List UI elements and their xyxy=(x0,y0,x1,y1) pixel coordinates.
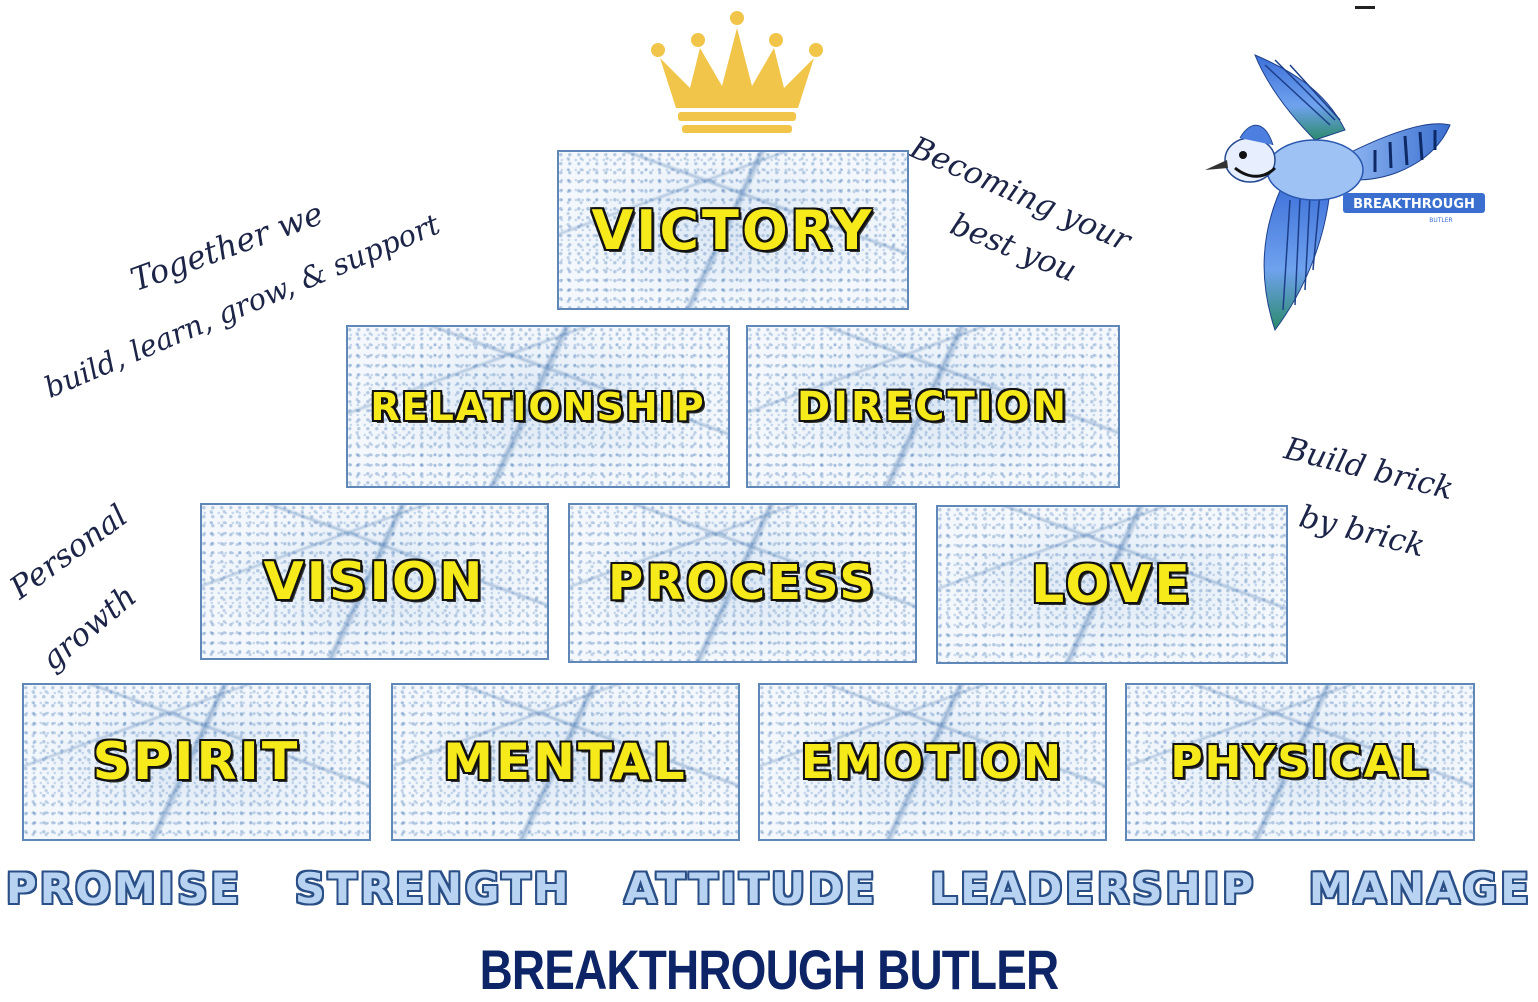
foundation-words: PROMISE STRENGTH ATTITUDE LEADERSHIP MAN… xyxy=(0,864,1538,913)
brick-physical: PHYSICAL xyxy=(1125,683,1475,841)
brick-label: PROCESS xyxy=(608,555,877,611)
corner-mark xyxy=(1355,6,1375,9)
brick-vision: VISION xyxy=(200,503,549,660)
brick-label: RELATIONSHIP xyxy=(370,384,706,429)
crown-icon xyxy=(651,11,823,133)
brick-love: LOVE xyxy=(936,505,1288,664)
brick-label: DIRECTION xyxy=(796,383,1070,430)
brick-victory: VICTORY xyxy=(557,150,909,310)
note-build-line1: Build brick xyxy=(1280,430,1458,508)
bird-badge-sub: BUTLER xyxy=(1429,217,1452,224)
brick-relationship: RELATIONSHIP xyxy=(346,325,730,488)
brick-direction: DIRECTION xyxy=(746,325,1120,488)
note-build-line2: by brick xyxy=(1295,498,1429,565)
brick-mental: MENTAL xyxy=(391,683,740,841)
brick-emotion: EMOTION xyxy=(758,683,1107,841)
note-personal-line2: growth xyxy=(34,578,144,678)
brick-label: VISION xyxy=(263,551,486,612)
bird-badge-main: BREAKTHROUGH xyxy=(1353,197,1475,212)
brick-process: PROCESS xyxy=(568,503,917,663)
brick-spirit: SPIRIT xyxy=(22,683,371,841)
brand-title: BREAKTHROUGH BUTLER xyxy=(479,938,1060,1001)
brick-label: LOVE xyxy=(1031,554,1193,615)
foundation-word-strength: STRENGTH xyxy=(294,864,572,913)
foundation-word-manage: MANAGE xyxy=(1308,864,1532,913)
brick-label: EMOTION xyxy=(800,735,1065,789)
brick-label: PHYSICAL xyxy=(1170,736,1430,788)
brick-label: VICTORY xyxy=(591,198,875,262)
foundation-word-promise: PROMISE xyxy=(6,864,243,913)
foundation-word-attitude: ATTITUDE xyxy=(624,864,878,913)
blue-jay-icon: BREAKTHROUGH BUTLER xyxy=(1205,54,1485,332)
brick-label: MENTAL xyxy=(443,733,688,791)
foundation-word-leadership: LEADERSHIP xyxy=(930,864,1257,913)
brick-label: SPIRIT xyxy=(92,732,301,792)
